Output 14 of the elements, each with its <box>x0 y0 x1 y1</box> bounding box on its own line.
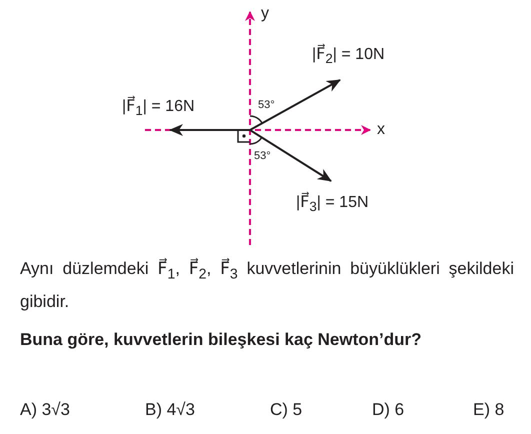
question-text: Buna göre, kuvvetlerin bileşkesi kaç Newton’dur? <box>20 330 422 350</box>
force-label: |F⃗$_{1}$| = 16N <box>122 97 195 120</box>
answer-option: C) 5 <box>270 400 302 420</box>
answer-option: E) 8 <box>473 400 504 420</box>
axis-label: y <box>261 4 269 24</box>
force-label: |F⃗$_{2}$| = 10N <box>312 45 385 68</box>
question-text: Aynı düzlemdeki F⃗$_{1}$, F⃗$_{2}$, F⃗$_{3}$ kuvvetlerinin büyüklükleri şekildeki gibidir. <box>20 257 514 314</box>
angle-label: 53° <box>258 99 275 112</box>
force-label: |F⃗$_{3}$| = 15N <box>296 193 369 216</box>
answer-option: D) 6 <box>372 400 404 420</box>
answer-option: A) 3√3 <box>20 400 70 420</box>
angle-label: 53° <box>254 150 271 164</box>
axis-label: x <box>377 120 385 140</box>
answer-option: B) 4√3 <box>145 400 195 420</box>
